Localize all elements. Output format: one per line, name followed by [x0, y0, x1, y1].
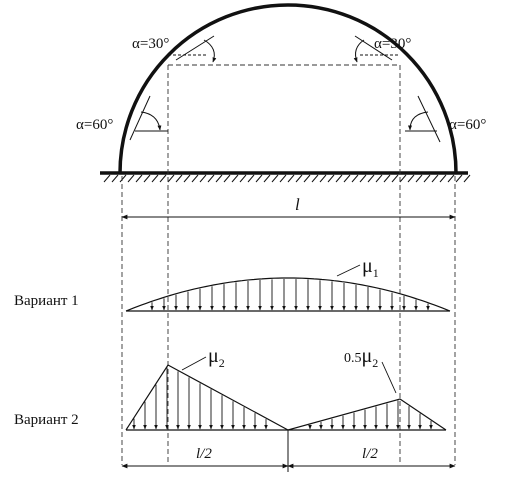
variant1-label: Вариант 1	[14, 293, 79, 309]
hatch-mark	[455, 174, 463, 183]
hatch-mark	[335, 174, 343, 183]
hatch-mark	[343, 174, 351, 183]
hatch-mark	[143, 174, 151, 183]
hatch-mark	[375, 174, 383, 183]
variant2-right-coef: 0.5μ2	[344, 345, 378, 370]
hatch-mark	[303, 174, 311, 183]
angle-label-mid-left: α=60°	[76, 117, 113, 133]
hatch-mark	[263, 174, 271, 183]
half-span-right-label: l/2	[362, 446, 378, 462]
angle-label-top-left: α=30°	[132, 36, 169, 52]
hatch-mark	[215, 174, 223, 183]
hatch-mark	[463, 174, 471, 183]
hatch-mark	[247, 174, 255, 183]
hatch-mark	[351, 174, 359, 183]
arch	[118, 3, 458, 174]
hatch-mark	[399, 174, 407, 183]
hatch-mark	[287, 174, 295, 183]
angle-label-top-right: α=30°	[374, 36, 411, 52]
hatch-mark	[439, 174, 447, 183]
span-label: l	[295, 195, 300, 214]
hatch-mark	[391, 174, 399, 183]
hatch-mark	[271, 174, 279, 183]
hatch-mark	[135, 174, 143, 183]
hatch-mark	[431, 174, 439, 183]
hatch-mark	[167, 174, 175, 183]
construction-lines	[121, 64, 456, 465]
hatch-mark	[279, 174, 287, 183]
hatch-mark	[159, 174, 167, 183]
hatch-mark	[295, 174, 303, 183]
hatch-mark	[199, 174, 207, 183]
variant2-label: Вариант 2	[14, 412, 79, 428]
hatch-mark	[423, 174, 431, 183]
hatch-mark	[319, 174, 327, 183]
hatch-mark	[175, 174, 183, 183]
hatch-mark	[311, 174, 319, 183]
hatch-mark	[231, 174, 239, 183]
variant1-load	[125, 264, 451, 312]
ground	[100, 171, 471, 183]
hatch-mark	[383, 174, 391, 183]
hatch-mark	[447, 174, 455, 183]
half-span-left-label: l/2	[196, 446, 212, 462]
hatch-mark	[255, 174, 263, 183]
hatch-mark	[119, 174, 127, 183]
hatch-mark	[207, 174, 215, 183]
variant2-load	[125, 356, 447, 431]
hatch-mark	[327, 174, 335, 183]
hatch-mark	[407, 174, 415, 183]
angle-markers	[129, 35, 441, 143]
hatch-mark	[191, 174, 199, 183]
hatch-mark	[151, 174, 159, 183]
variant1-coef: μ1	[362, 255, 379, 280]
hatch-mark	[239, 174, 247, 183]
hatch-mark	[367, 174, 375, 183]
hatch-mark	[223, 174, 231, 183]
angle-label-mid-right: α=60°	[449, 117, 486, 133]
half-span-dimensions	[121, 430, 456, 472]
hatch-mark	[103, 174, 111, 183]
variant2-left-coef: μ2	[208, 345, 225, 370]
hatch-mark	[415, 174, 423, 183]
hatch-mark	[111, 174, 119, 183]
hatch-mark	[359, 174, 367, 183]
hatch-mark	[183, 174, 191, 183]
hatch-mark	[127, 174, 135, 183]
